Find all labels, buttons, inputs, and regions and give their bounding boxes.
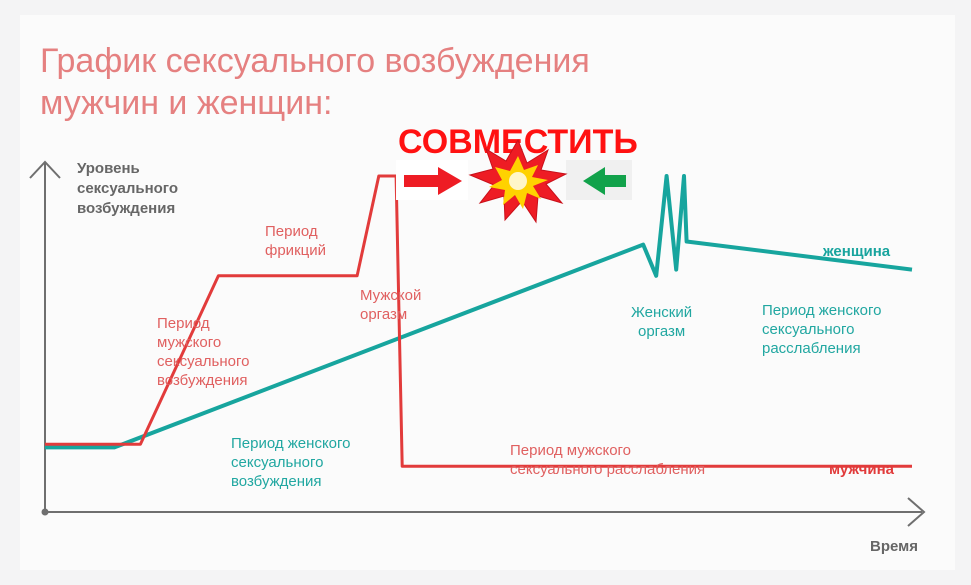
annotation-female-orgasm-line-1: Женский	[631, 304, 692, 321]
chart-panel	[20, 15, 955, 570]
annotation-male-orgasm: Мужской оргазм	[360, 287, 426, 323]
left-arrow-icon	[583, 167, 626, 195]
annotation-male-arousal-line-4: возбуждения	[157, 372, 248, 389]
y-axis-label: Уровень сексуального возбуждения	[77, 160, 182, 217]
y-axis-label-line-3: возбуждения	[77, 200, 175, 217]
chart-title-line-2: мужчин и женщин:	[40, 84, 333, 122]
series-line-male	[45, 174, 912, 468]
x-axis-arrow-icon	[907, 497, 926, 527]
series-line-female	[45, 174, 913, 450]
chart-title: График сексуального возбуждения мужчин и…	[40, 42, 599, 122]
y-axis-label-line-2: сексуального	[77, 180, 178, 197]
annotation-friction-line-1: Период	[265, 223, 318, 240]
annotation-female-orgasm-line-2: оргазм	[638, 323, 685, 340]
annotation-male-relax-line-1: Период мужского	[510, 442, 631, 459]
y-axis-label-line-1: Уровень	[77, 160, 140, 177]
annotation-friction-line-2: фрикций	[265, 242, 326, 259]
chart-title-line-1: График сексуального возбуждения	[40, 42, 590, 80]
annotation-friction: Период фрикций	[265, 223, 326, 259]
axes	[29, 160, 926, 527]
annotation-female-orgasm: Женский оргазм	[631, 304, 696, 340]
annotation-female-relax-line-1: Период женского	[762, 302, 882, 319]
annotation-female-arousal-line-2: сексуального	[231, 454, 323, 471]
annotation-female-relax-line-3: расслабления	[762, 340, 861, 357]
annotation-male-arousal-line-3: сексуального	[157, 353, 249, 370]
annotation-female-relax-line-2: сексуального	[762, 321, 854, 338]
annotation-female-relax: Период женского сексуального расслаблени…	[762, 302, 886, 357]
x-axis-label: Время	[870, 538, 918, 555]
annotation-male-arousal: Период мужского сексуального возбуждения	[157, 315, 254, 389]
annotation-male-arousal-line-1: Период	[157, 315, 210, 332]
right-arrow-icon	[404, 167, 462, 195]
explosion-core	[509, 172, 527, 190]
annotation-male-orgasm-line-2: оргазм	[360, 306, 407, 323]
annotation-female-arousal-line-3: возбуждения	[231, 473, 322, 490]
annotation-female-arousal-line-1: Период женского	[231, 435, 351, 452]
annotation-female-arousal: Период женского сексуального возбуждения	[231, 435, 355, 490]
y-axis-arrow-icon	[29, 160, 61, 179]
annotation-male-relax: Период мужского сексуального расслаблени…	[510, 442, 705, 478]
explosion-icon	[468, 138, 568, 224]
origin-dot	[41, 508, 49, 516]
series-label-male: мужчина	[829, 461, 895, 478]
annotation-male-orgasm-line-1: Мужской	[360, 287, 421, 304]
annotation-male-arousal-line-2: мужского	[157, 334, 221, 351]
annotation-male-relax-line-2: сексуального расслабления	[510, 461, 705, 478]
series-label-female: женщина	[822, 243, 891, 260]
